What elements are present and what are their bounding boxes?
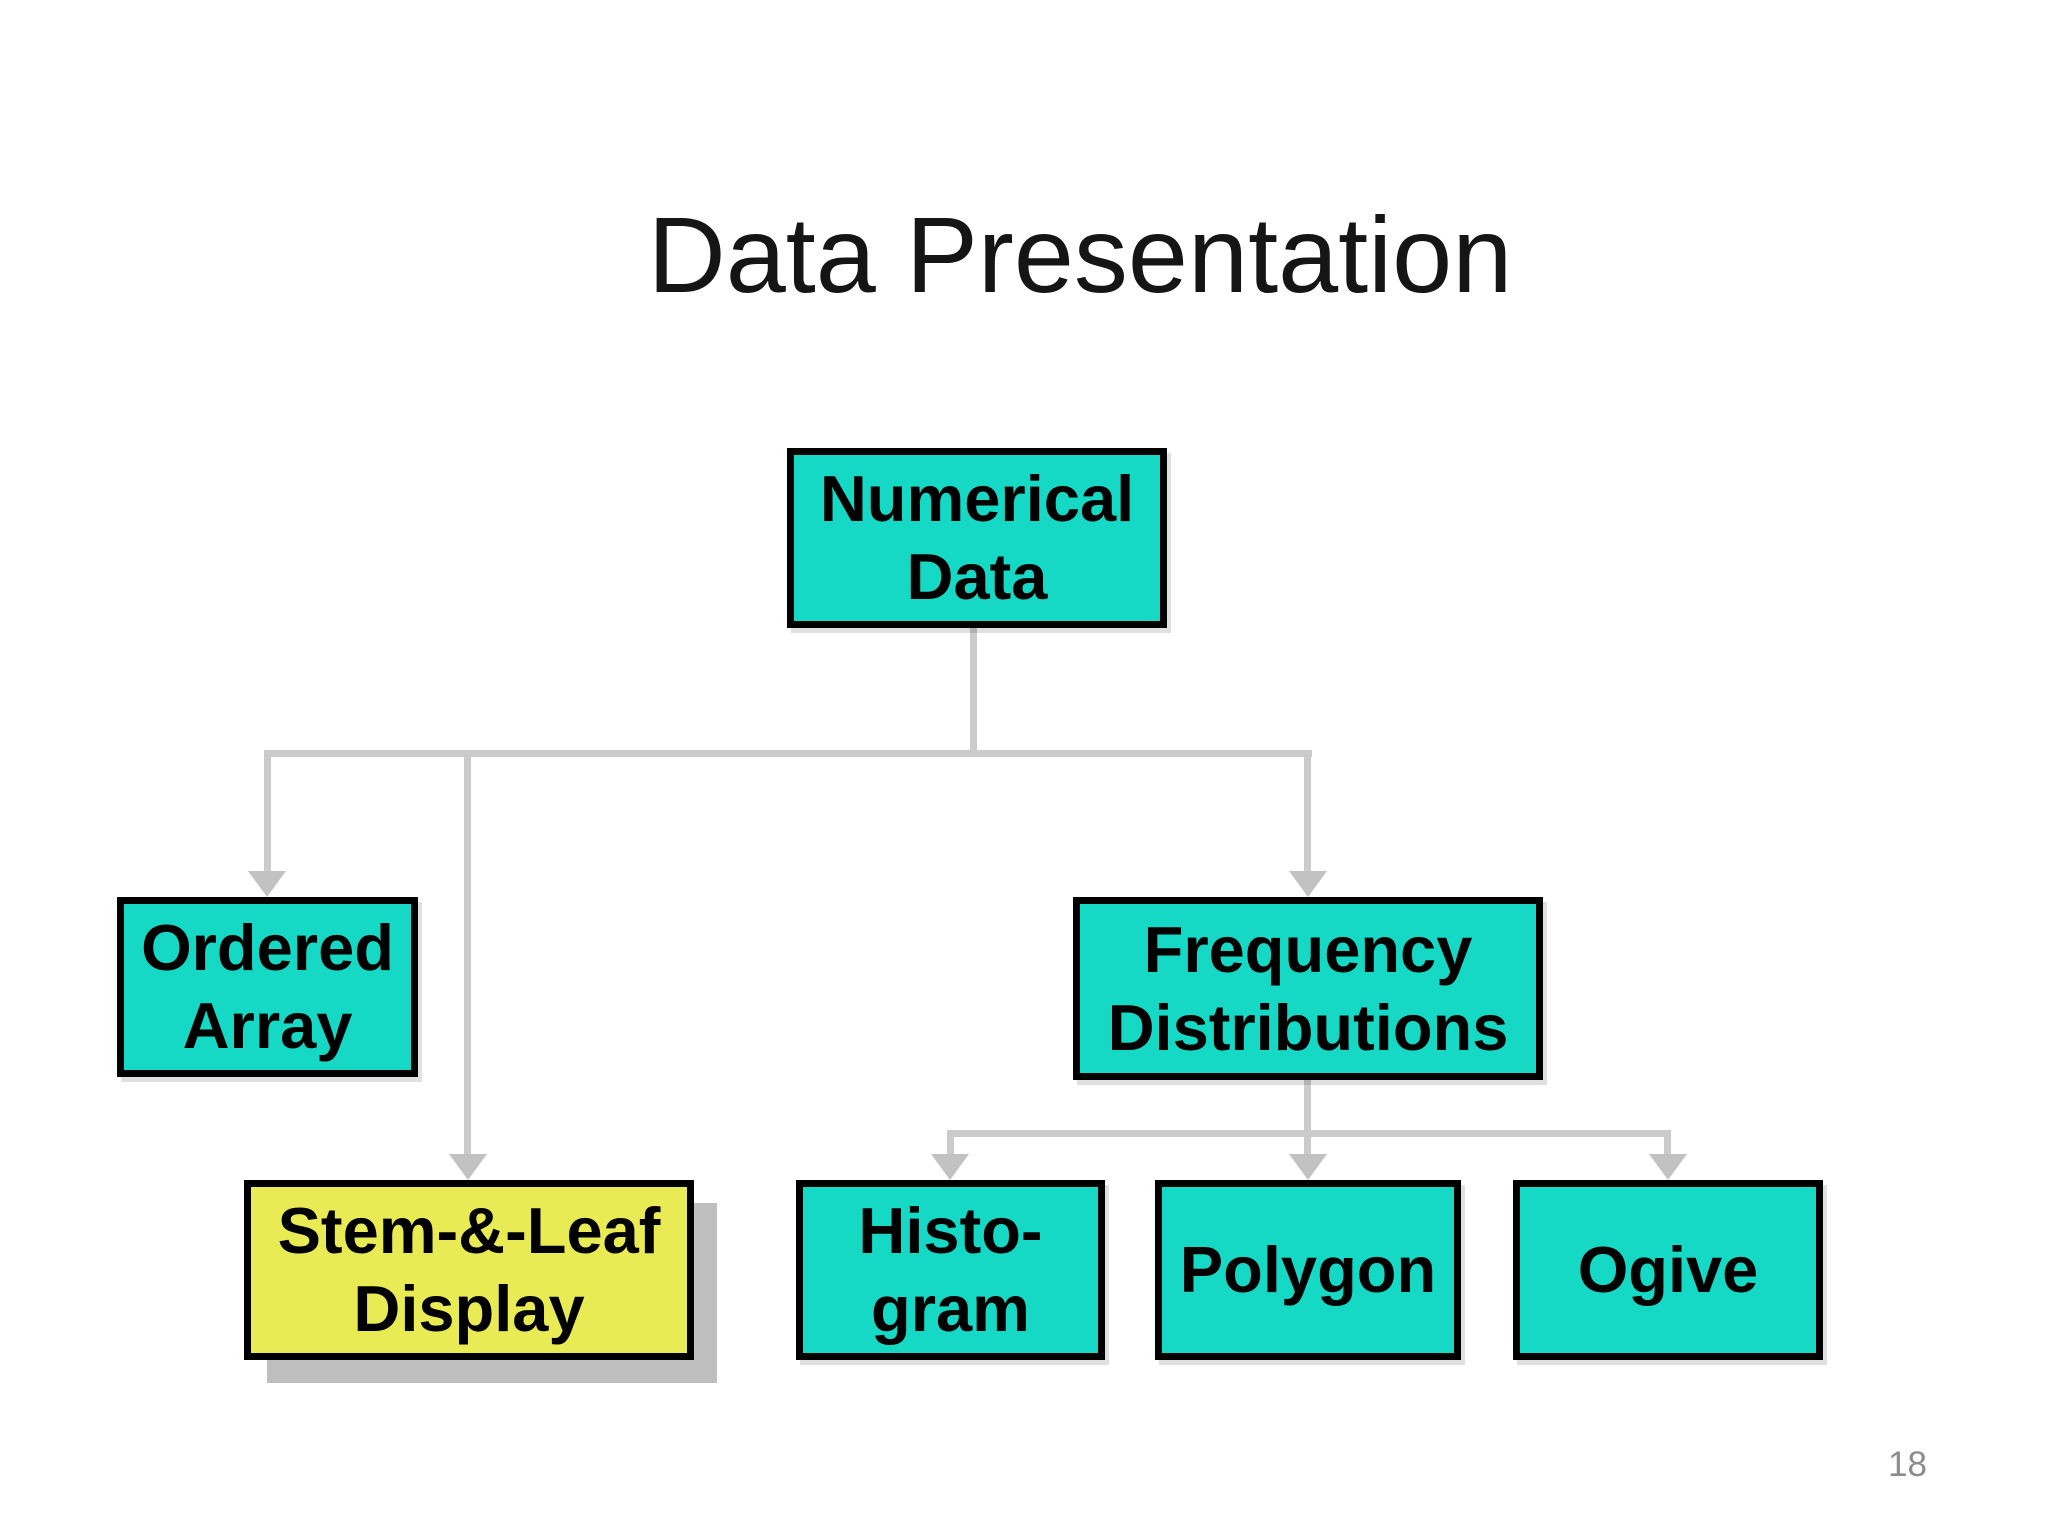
node-label-line: gram	[871, 1272, 1030, 1345]
connector-numerical-data-stem-line	[970, 628, 977, 757]
arrowhead-to-stem-leaf-display	[449, 1154, 487, 1180]
node-polygon: Polygon	[1155, 1180, 1461, 1360]
connector-ogive-drop-line	[1664, 1130, 1671, 1156]
connector-histogram-drop-line	[947, 1130, 954, 1156]
node-ogive: Ogive	[1513, 1180, 1823, 1360]
node-label-line: Array	[182, 989, 353, 1062]
node-label-line: Ordered	[141, 911, 394, 984]
node-label-line: Numerical	[819, 462, 1135, 535]
node-label-line: Histo-	[858, 1194, 1043, 1267]
node-numerical-data: Numerical Data	[787, 448, 1167, 628]
arrowhead-to-histogram	[931, 1154, 969, 1180]
node-label-line: Polygon	[1179, 1233, 1437, 1306]
node-label-line: Ogive	[1577, 1233, 1759, 1306]
connector-polygon-drop-line	[1304, 1130, 1311, 1156]
arrowhead-to-frequency-distributions	[1289, 871, 1327, 897]
connector-frequency-distributions-stem-line	[1304, 1080, 1311, 1135]
page-title: Data Presentation	[647, 194, 1513, 315]
node-label-line: Stem-&-Leaf	[277, 1194, 661, 1267]
arrowhead-to-ordered-array	[248, 871, 286, 897]
arrowhead-to-polygon	[1289, 1154, 1327, 1180]
node-label-line: Distributions	[1107, 990, 1509, 1064]
page-number: 18	[1888, 1445, 1927, 1484]
node-label-line: Display	[353, 1272, 585, 1345]
node-stem-and-leaf-display: Stem-&-Leaf Display	[244, 1180, 694, 1360]
node-histogram: Histo- gram	[796, 1180, 1105, 1360]
connector-frequency-distributions-drop-line	[1304, 750, 1311, 873]
connector-ordered-array-drop-line	[264, 750, 271, 873]
node-label-line: Data	[906, 540, 1048, 613]
node-ordered-array: Ordered Array	[117, 897, 418, 1077]
connector-level1-rail-line	[266, 750, 1312, 757]
node-label-line: Frequency	[1143, 912, 1473, 986]
arrowhead-to-ogive	[1649, 1154, 1687, 1180]
connector-stem-leaf-drop-line	[464, 750, 471, 1156]
node-frequency-distributions: Frequency Distributions	[1073, 897, 1543, 1080]
